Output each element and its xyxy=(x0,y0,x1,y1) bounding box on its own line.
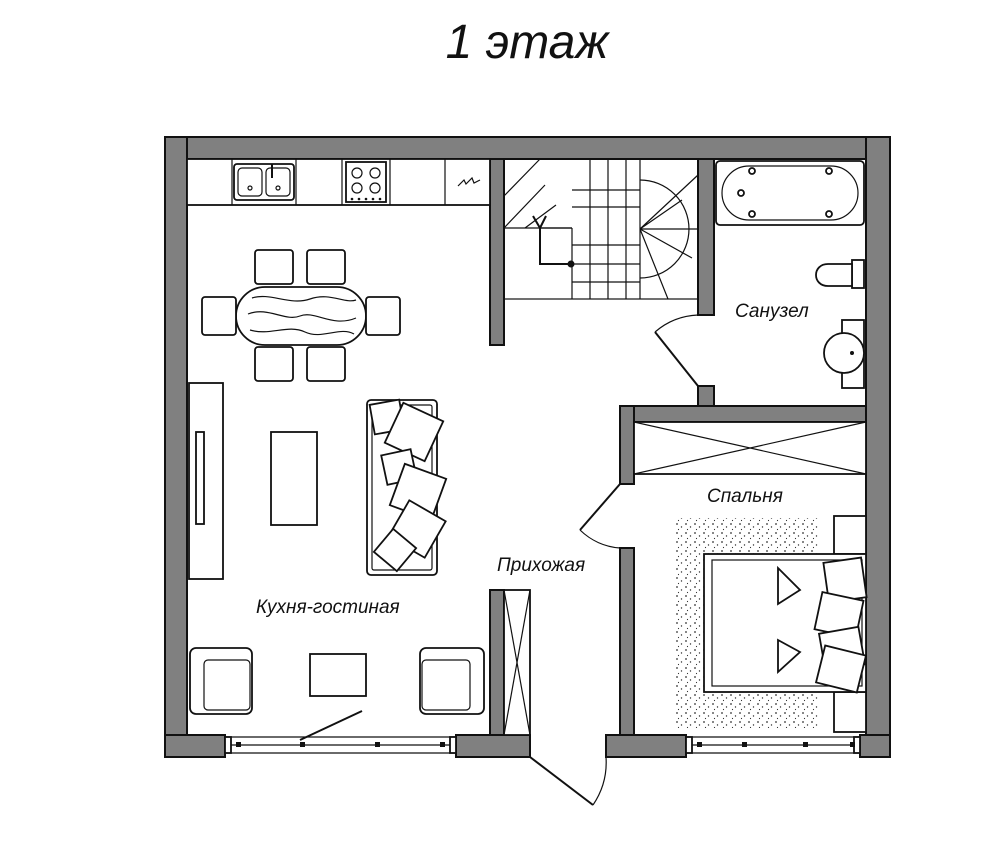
window-bedroom xyxy=(685,736,861,754)
bathroom-door xyxy=(654,314,699,387)
nightstand-bottom xyxy=(833,691,867,733)
washbasin-icon xyxy=(823,319,865,389)
coffee-table xyxy=(270,431,318,526)
sink-icon xyxy=(233,163,295,201)
cooktop-icon xyxy=(345,161,387,203)
kitchen-counter xyxy=(186,158,491,206)
room-label-bedroom: Спальня xyxy=(707,486,783,507)
fridge-icon xyxy=(457,176,481,187)
nightstand-top xyxy=(833,515,867,555)
floor-title: 1 этаж xyxy=(446,16,611,69)
dining-chairs xyxy=(201,249,401,382)
staircase xyxy=(503,158,699,300)
sofa-cushions xyxy=(368,398,448,573)
armchair-left xyxy=(189,647,253,715)
hallway-wardrobe xyxy=(503,589,531,736)
room-label-hallway: Прихожая xyxy=(497,555,585,576)
bedroom-wardrobe xyxy=(633,421,867,475)
outer-walls xyxy=(164,136,891,758)
room-label-kitchen-living: Кухня-гостиная xyxy=(256,597,400,618)
tv-cabinet xyxy=(188,382,224,580)
armchair-right xyxy=(419,647,485,715)
window-kitchen xyxy=(224,710,457,754)
side-table xyxy=(309,653,367,697)
toilet-icon xyxy=(815,259,865,289)
room-label-bathroom: Санузел xyxy=(735,301,809,322)
interior-walls xyxy=(489,158,867,736)
entrance-door xyxy=(529,756,607,806)
bed-pillows xyxy=(813,556,868,694)
bedroom-door xyxy=(579,483,621,549)
bathtub-icon xyxy=(715,160,865,226)
dining-table xyxy=(235,286,367,346)
